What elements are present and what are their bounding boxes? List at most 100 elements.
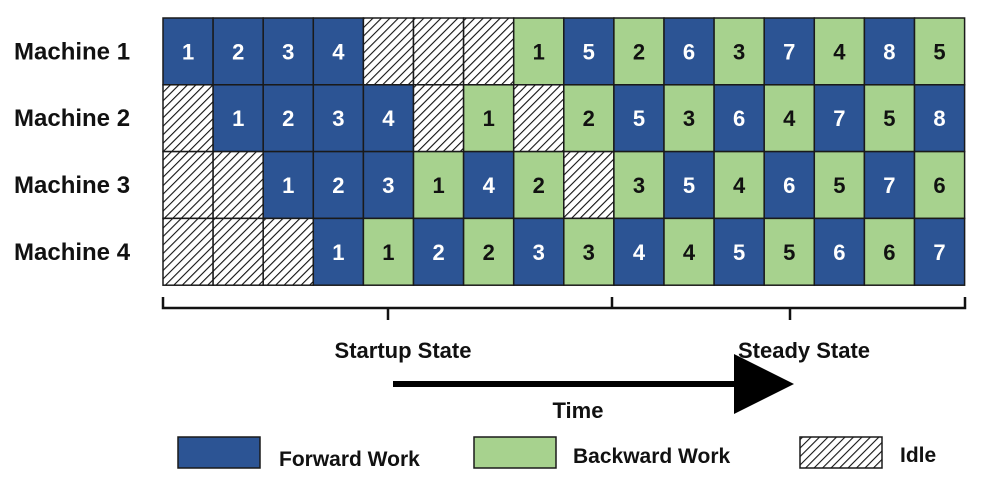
cell-backward xyxy=(563,84,615,153)
cell-backward xyxy=(863,217,916,286)
cell-number: 3 xyxy=(633,173,645,198)
legend-idle-swatch xyxy=(799,436,883,469)
cell-number: 2 xyxy=(583,106,595,131)
cell-number: 4 xyxy=(833,39,846,64)
cell-number: 6 xyxy=(783,173,795,198)
cell-number: 4 xyxy=(633,240,646,265)
machine-labels: Machine 1 Machine 2 Machine 3 Machine 4 xyxy=(14,38,131,265)
cell-number: 3 xyxy=(683,106,695,131)
cell-number: 5 xyxy=(833,173,845,198)
cell-forward xyxy=(162,17,214,86)
cell-number: 4 xyxy=(783,106,796,131)
cell-backward xyxy=(462,84,515,153)
cell-number: 4 xyxy=(382,106,395,131)
cell-number: 1 xyxy=(483,106,495,131)
cell-number: 3 xyxy=(282,39,294,64)
cell-idle xyxy=(512,84,565,153)
cell-forward xyxy=(362,84,415,153)
cell-number: 1 xyxy=(232,106,244,131)
cell-forward xyxy=(813,217,866,286)
cell-backward xyxy=(763,84,816,153)
cell-forward xyxy=(362,150,415,220)
cell-backward xyxy=(913,150,966,220)
cell-number: 1 xyxy=(533,39,545,64)
cell-number: 2 xyxy=(432,240,444,265)
cell-number: 7 xyxy=(783,39,795,64)
cell-idle xyxy=(212,150,264,220)
cell-idle xyxy=(262,217,315,286)
cell-number: 5 xyxy=(733,240,745,265)
cell-forward xyxy=(312,150,365,220)
machine-label-3: Machine 3 xyxy=(14,172,130,199)
cell-number: 5 xyxy=(883,106,895,131)
cell-number: 1 xyxy=(182,39,194,64)
cell-number: 8 xyxy=(883,39,895,64)
cell-number: 1 xyxy=(332,240,344,265)
cell-number: 7 xyxy=(933,240,945,265)
cell-number: 6 xyxy=(733,106,745,131)
legend-forward-swatch xyxy=(177,436,261,469)
steady-state-label: Steady State xyxy=(738,338,870,363)
cell-number: 6 xyxy=(933,173,945,198)
cell-number: 6 xyxy=(883,240,895,265)
machine-label-1: Machine 1 xyxy=(14,38,130,65)
cell-number: 5 xyxy=(783,240,795,265)
cell-number: 4 xyxy=(733,173,746,198)
cell-backward xyxy=(663,84,715,153)
cell-forward xyxy=(412,217,465,286)
cell-idle xyxy=(162,217,214,286)
cell-number: 5 xyxy=(633,106,645,131)
cell-number: 2 xyxy=(533,173,545,198)
cell-number: 3 xyxy=(733,39,745,64)
cell-number: 1 xyxy=(432,173,444,198)
cell-forward xyxy=(613,217,665,286)
cell-number: 2 xyxy=(282,106,294,131)
cell-number: 7 xyxy=(883,173,895,198)
cell-forward xyxy=(713,217,765,286)
cell-idle xyxy=(462,17,515,86)
cell-forward xyxy=(863,17,916,86)
cell-forward xyxy=(913,217,966,286)
cell-number: 2 xyxy=(232,39,244,64)
machine-label-2: Machine 2 xyxy=(14,105,130,132)
cell-number: 5 xyxy=(933,39,945,64)
cell-forward xyxy=(212,84,264,153)
cell-forward xyxy=(613,84,665,153)
cell-idle xyxy=(162,150,214,220)
cell-backward xyxy=(813,150,866,220)
cell-forward xyxy=(663,17,715,86)
cell-forward xyxy=(913,84,966,153)
cell-forward xyxy=(312,217,365,286)
time-brace xyxy=(161,297,967,320)
cell-backward xyxy=(763,217,816,286)
cell-idle xyxy=(412,84,465,153)
cell-number: 7 xyxy=(833,106,845,131)
legend-forward-label: Forward Work xyxy=(279,448,420,471)
cell-number: 6 xyxy=(683,39,695,64)
cell-number: 5 xyxy=(683,173,695,198)
cell-backward xyxy=(563,217,615,286)
cell-forward xyxy=(262,150,315,220)
cell-idle xyxy=(412,17,465,86)
cell-backward xyxy=(663,217,715,286)
cell-number: 4 xyxy=(483,173,496,198)
cell-number: 1 xyxy=(382,240,394,265)
cell-forward xyxy=(212,17,264,86)
legend-idle-label: Idle xyxy=(900,444,936,467)
cell-forward xyxy=(763,17,816,86)
cell-forward xyxy=(713,84,765,153)
cell-idle xyxy=(362,17,415,86)
cell-forward xyxy=(563,17,615,86)
cell-idle xyxy=(212,217,264,286)
machine-label-4: Machine 4 xyxy=(14,239,131,266)
cell-number: 3 xyxy=(583,240,595,265)
cell-number: 1 xyxy=(282,173,294,198)
startup-state-label: Startup State xyxy=(335,338,472,363)
legend-backward-label: Backward Work xyxy=(573,445,730,468)
cell-number: 3 xyxy=(533,240,545,265)
cell-forward xyxy=(462,150,515,220)
cell-number: 4 xyxy=(683,240,696,265)
cell-number: 2 xyxy=(332,173,344,198)
